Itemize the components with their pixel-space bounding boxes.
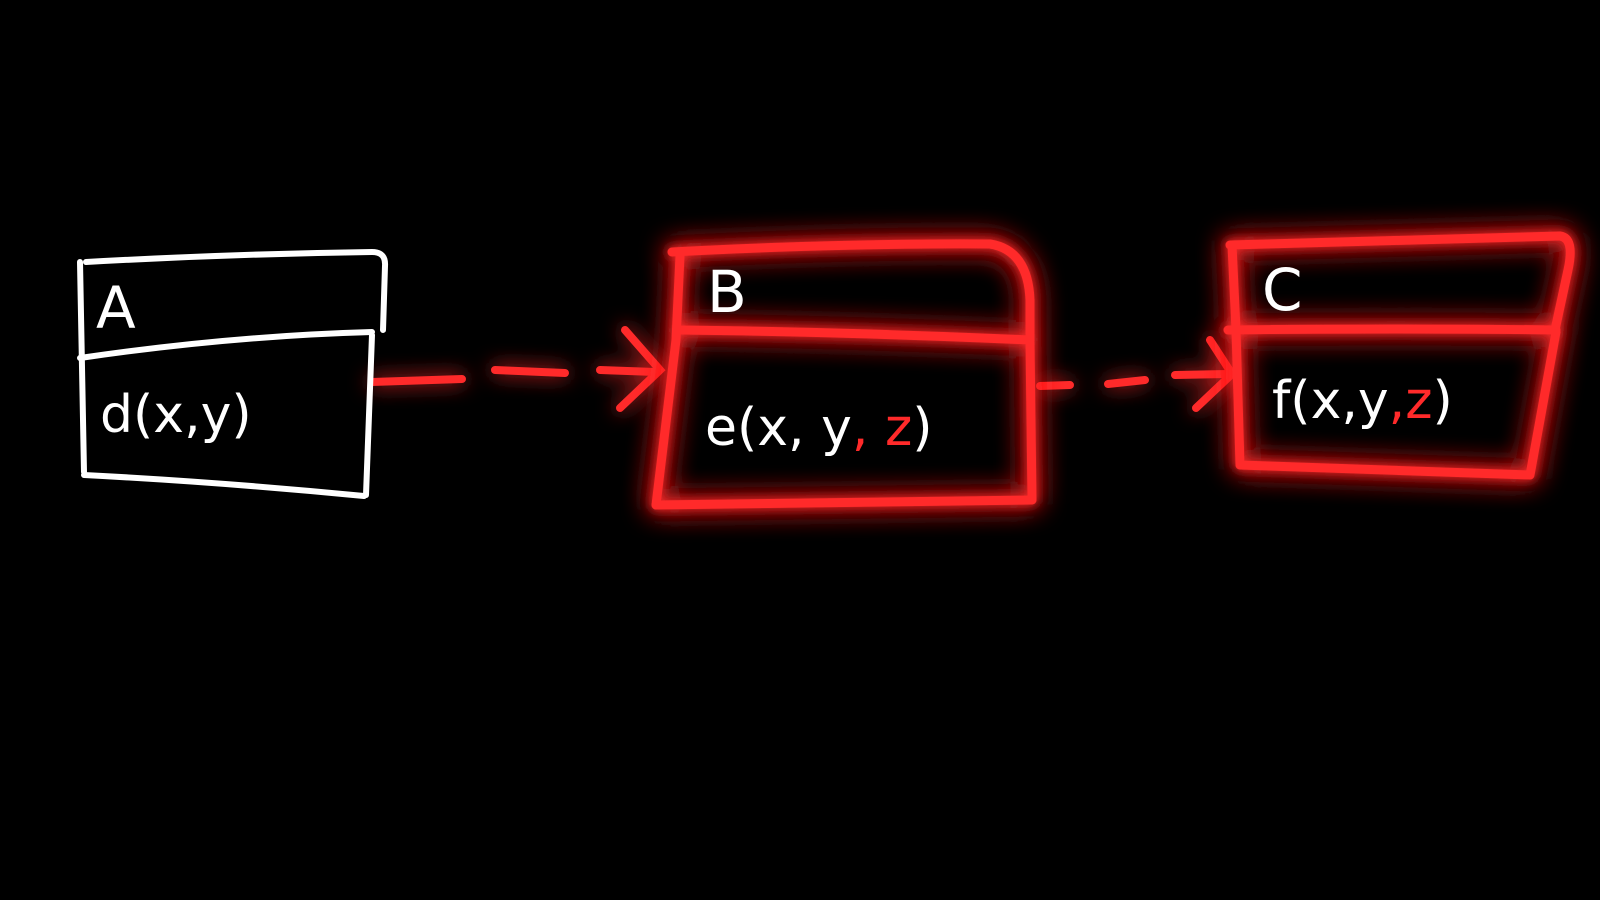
class-box-c-outline — [1223, 231, 1575, 480]
method-c-close: ) — [1433, 371, 1453, 431]
arrowhead-icon — [1192, 336, 1238, 412]
method-b: e(x, y, z) — [705, 398, 933, 458]
class-box-c[interactable]: C f(x,y,z) — [1223, 231, 1575, 480]
method-b-added-param: , z — [852, 398, 912, 458]
dashed-line-segment — [1171, 370, 1232, 379]
class-box-a[interactable]: A d(x,y) — [77, 249, 389, 499]
edge-a-to-b — [368, 326, 666, 412]
class-box-b-outline — [651, 239, 1037, 510]
class-box-a-outline — [77, 249, 389, 499]
dashed-line-segment — [596, 366, 659, 376]
method-c: f(x,y,z) — [1272, 371, 1453, 431]
dashed-line-segment — [1104, 376, 1149, 388]
method-c-params: f(x,y — [1272, 371, 1389, 431]
class-box-b[interactable]: B e(x, y, z) — [651, 239, 1037, 510]
class-name-a: A — [96, 274, 136, 342]
method-a: d(x,y) — [100, 385, 252, 445]
dashed-line-segment — [368, 375, 466, 386]
method-b-close: ) — [912, 398, 932, 458]
class-name-c: C — [1262, 256, 1303, 324]
class-name-b: B — [707, 258, 747, 326]
edge-b-to-c — [1036, 336, 1238, 412]
method-b-params: e(x, y — [705, 398, 852, 458]
dashed-line-segment — [1036, 381, 1074, 390]
dashed-line-segment — [491, 366, 569, 377]
method-c-added-param: ,z — [1389, 371, 1433, 431]
arrowhead-icon — [616, 326, 666, 412]
